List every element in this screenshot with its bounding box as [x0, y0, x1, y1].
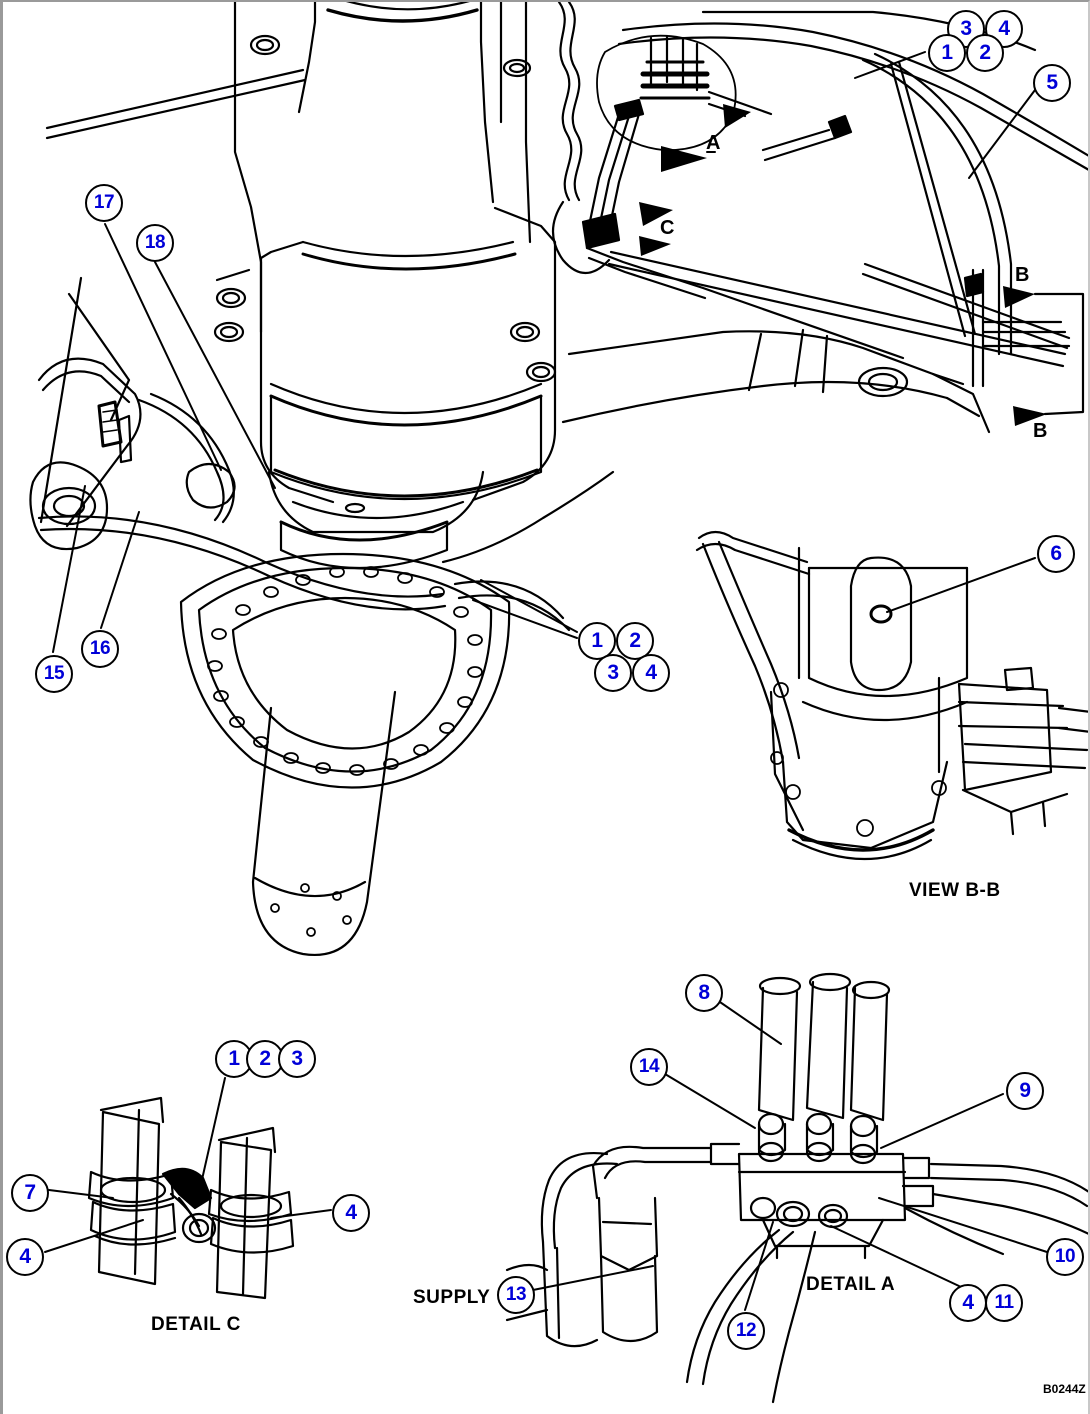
callout-balloon-12[interactable]: 12 — [727, 1312, 765, 1350]
callout-balloon-2[interactable]: 2 — [966, 34, 1004, 72]
callout-balloon-4[interactable]: 4 — [985, 10, 1023, 48]
callout-balloon-4-detailc-right[interactable]: 4 — [332, 1194, 370, 1232]
callout-balloon-15[interactable]: 15 — [35, 655, 73, 693]
section-arrow-c-label: C — [660, 217, 675, 239]
callout-balloon-14[interactable]: 14 — [630, 1048, 668, 1086]
supply-label: SUPPLY — [413, 1287, 491, 1308]
view-b-b-label: VIEW B-B — [909, 880, 1001, 901]
callout-balloon-16[interactable]: 16 — [81, 630, 119, 668]
diagram-artwork — [29, 2, 1088, 1404]
callout-balloon-6[interactable]: 6 — [1037, 535, 1075, 573]
callout-balloon-1[interactable]: 1 — [928, 34, 966, 72]
callout-balloon-8[interactable]: 8 — [685, 974, 723, 1012]
callout-balloon-9[interactable]: 9 — [1006, 1072, 1044, 1110]
callout-balloon-5[interactable]: 5 — [1033, 64, 1071, 102]
callout-balloon-11[interactable]: 11 — [985, 1284, 1023, 1322]
callout-balloon-7-detailc[interactable]: 7 — [11, 1174, 49, 1212]
section-arrow-b-upper-label: B — [1015, 264, 1030, 286]
detail-a-label: DETAIL A — [806, 1274, 896, 1295]
callout-balloon-2-base[interactable]: 2 — [616, 622, 654, 660]
detail-c-label: DETAIL C — [151, 1314, 241, 1335]
section-arrow-a-label: A — [706, 132, 721, 154]
callout-balloon-3-base[interactable]: 3 — [594, 654, 632, 692]
section-arrow-b-lower-label: B — [1033, 420, 1048, 442]
callout-balloon-4-base[interactable]: 4 — [632, 654, 670, 692]
callout-balloon-10[interactable]: 10 — [1046, 1238, 1084, 1276]
callout-balloon-17[interactable]: 17 — [85, 184, 123, 222]
callout-balloon-18[interactable]: 18 — [136, 224, 174, 262]
callout-balloon-1-base[interactable]: 1 — [578, 622, 616, 660]
callout-balloon-3-detailc[interactable]: 3 — [278, 1040, 316, 1078]
callout-balloon-4-detaila[interactable]: 4 — [949, 1284, 987, 1322]
callout-balloon-4-detailc-left[interactable]: 4 — [6, 1238, 44, 1276]
callout-balloon-13[interactable]: 13 — [497, 1276, 535, 1314]
drawing-code: B0244Z — [1043, 1382, 1086, 1396]
